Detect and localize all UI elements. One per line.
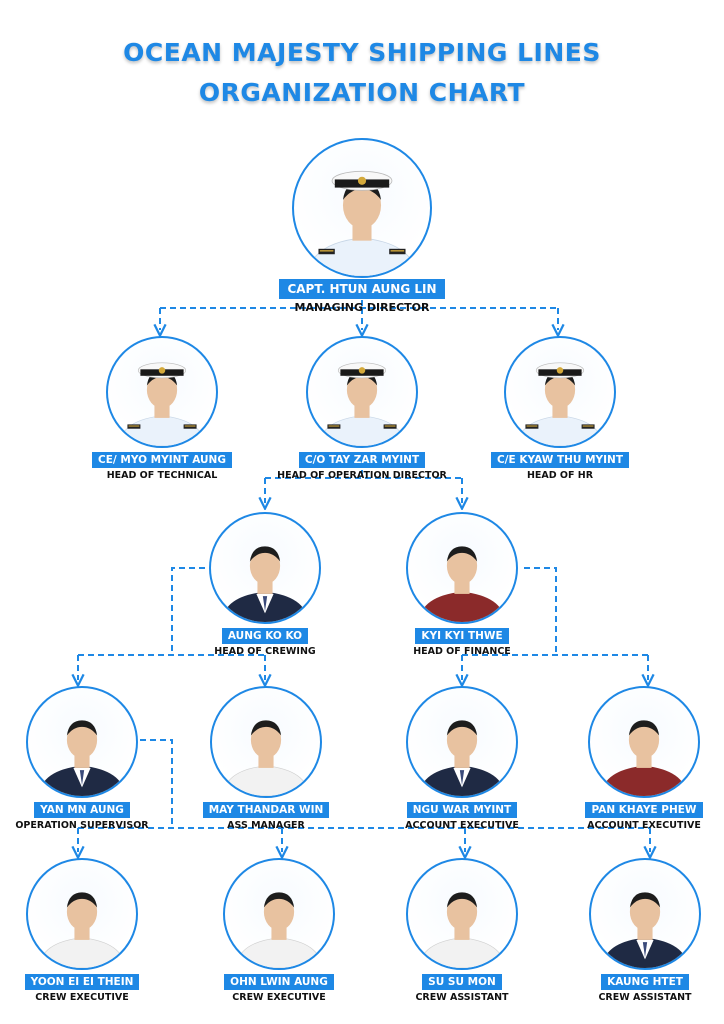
avatar — [209, 512, 321, 624]
person-name-badge: MAY THANDAR WIN — [203, 802, 330, 818]
person-role-label: HEAD OF FINANCE — [362, 646, 562, 657]
node-account-executive-2: PAN KHAYE PHEW ACCOUNT EXECUTIVE — [544, 686, 724, 831]
person-role-label: ACCOUNT EXECUTIVE — [362, 820, 562, 831]
avatar — [306, 336, 418, 448]
person-name-badge: C/E KYAW THU MYINT — [491, 452, 629, 468]
node-crew-executive-2: OHN LWIN AUNG CREW EXECUTIVE — [179, 858, 379, 1003]
node-crew-executive-1: YOON EI EI THEIN CREW EXECUTIVE — [0, 858, 182, 1003]
avatar — [26, 858, 138, 970]
avatar — [106, 336, 218, 448]
node-head-of-finance: KYI KYI THWE HEAD OF FINANCE — [362, 512, 562, 657]
avatar — [223, 858, 335, 970]
person-name-badge: YOON EI EI THEIN — [25, 974, 140, 990]
person-role-label: HEAD OF HR — [460, 470, 660, 481]
node-head-of-operation: C/O TAY ZAR MYINT HEAD OF OPERATION DIREC… — [262, 336, 462, 481]
person-role-label: ACCOUNT EXECUTIVE — [544, 820, 724, 831]
person-role-label: CREW ASSISTANT — [545, 992, 724, 1003]
person-name-badge: C/O TAY ZAR MYINT — [299, 452, 425, 468]
avatar — [26, 686, 138, 798]
person-role-label: HEAD OF OPERATION DIRECTOR — [262, 470, 462, 481]
avatar — [292, 138, 432, 278]
node-operation-supervisor: YAN MN AUNG OPERATION SUPERVISOR — [0, 686, 182, 831]
node-crew-assistant-2: KAUNG HTET CREW ASSISTANT — [545, 858, 724, 1003]
avatar — [406, 512, 518, 624]
person-name-badge: YAN MN AUNG — [34, 802, 130, 818]
person-role-label: OPERATION SUPERVISOR — [0, 820, 182, 831]
avatar — [210, 686, 322, 798]
avatar — [504, 336, 616, 448]
person-name-badge: CAPT. HTUN AUNG LIN — [279, 279, 444, 299]
node-managing-director: CAPT. HTUN AUNG LIN MANAGING DIRECTOR — [262, 138, 462, 314]
person-role-label: ASS MANAGER — [166, 820, 366, 831]
node-head-of-technical: CE/ MYO MYINT AUNG HEAD OF TECHNICAL — [62, 336, 262, 481]
person-name-badge: AUNG KO KO — [222, 628, 308, 644]
node-crew-assistant-1: SU SU MON CREW ASSISTANT — [362, 858, 562, 1003]
person-role-label: MANAGING DIRECTOR — [262, 301, 462, 314]
person-role-label: CREW EXECUTIVE — [179, 992, 379, 1003]
person-name-badge: OHN LWIN AUNG — [224, 974, 334, 990]
node-head-of-hr: C/E KYAW THU MYINT HEAD OF HR — [460, 336, 660, 481]
person-name-badge: PAN KHAYE PHEW — [585, 802, 702, 818]
person-name-badge: SU SU MON — [422, 974, 502, 990]
person-name-badge: KYI KYI THWE — [415, 628, 508, 644]
avatar — [406, 858, 518, 970]
person-name-badge: NGU WAR MYINT — [407, 802, 517, 818]
person-role-label: HEAD OF TECHNICAL — [62, 470, 262, 481]
person-name-badge: CE/ MYO MYINT AUNG — [92, 452, 232, 468]
person-name-badge: KAUNG HTET — [601, 974, 689, 990]
person-role-label: CREW ASSISTANT — [362, 992, 562, 1003]
node-account-executive-1: NGU WAR MYINT ACCOUNT EXECUTIVE — [362, 686, 562, 831]
node-ass-manager: MAY THANDAR WIN ASS MANAGER — [166, 686, 366, 831]
node-head-of-crewing: AUNG KO KO HEAD OF CREWING — [165, 512, 365, 657]
avatar — [589, 858, 701, 970]
person-role-label: HEAD OF CREWING — [165, 646, 365, 657]
avatar — [406, 686, 518, 798]
avatar — [588, 686, 700, 798]
person-role-label: CREW EXECUTIVE — [0, 992, 182, 1003]
